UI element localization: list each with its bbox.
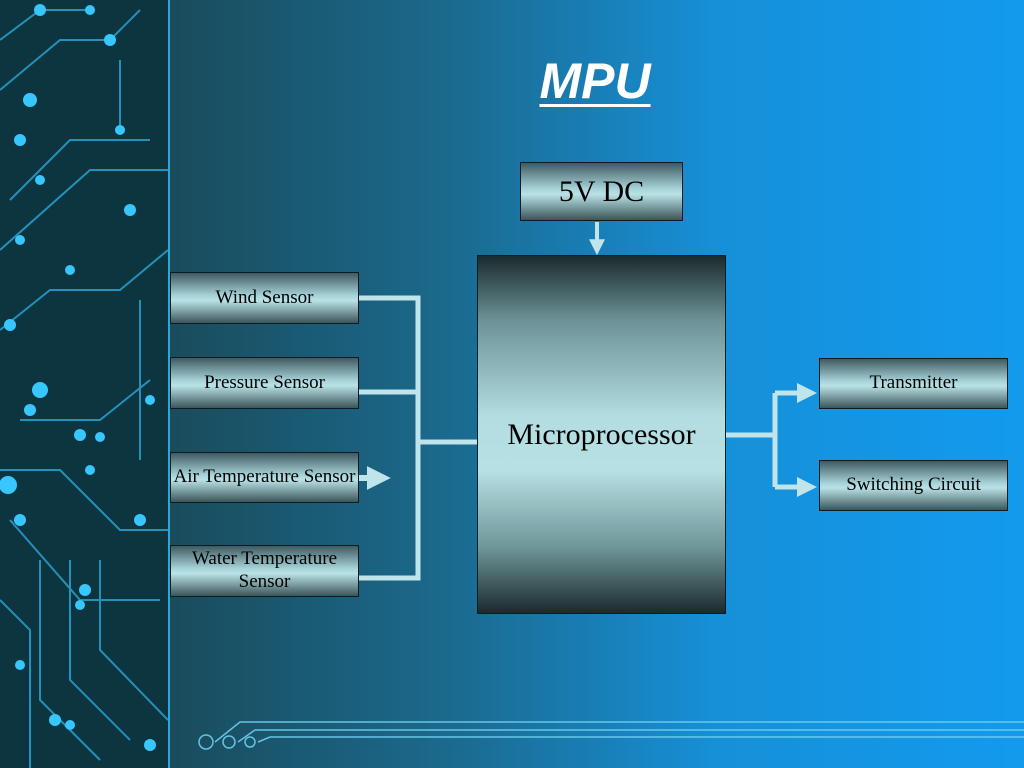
circuit-board-decoration <box>0 0 170 768</box>
water-wire <box>359 440 421 581</box>
pressure-sensor-label: Pressure Sensor <box>204 371 325 393</box>
air-temperature-sensor-label: Air Temperature Sensor <box>173 466 356 488</box>
power-supply-label: 5V DC <box>558 174 645 208</box>
pressure-sensor-box: Pressure Sensor <box>170 357 359 409</box>
transmitter-box: Transmitter <box>819 358 1008 409</box>
circuit-traces-graphic <box>0 4 168 768</box>
page-title: MPU <box>539 53 651 109</box>
wind-wire <box>359 295 421 440</box>
water-temperature-sensor-label: Water Temperature Sensor <box>191 548 337 592</box>
power-supply-box: 5V DC <box>520 162 683 221</box>
air-temperature-sensor-box: Air Temperature Sensor <box>170 452 359 503</box>
microprocessor-box: Microprocessor <box>477 255 726 614</box>
wind-sensor-box: Wind Sensor <box>170 272 359 324</box>
microprocessor-label: Microprocessor <box>507 417 696 451</box>
transmitter-label: Transmitter <box>869 372 958 394</box>
water-temperature-sensor-box: Water Temperature Sensor <box>170 545 359 597</box>
switching-circuit-box: Switching Circuit <box>819 460 1008 511</box>
switching-circuit-label: Switching Circuit <box>846 474 981 496</box>
wind-sensor-label: Wind Sensor <box>215 286 314 308</box>
